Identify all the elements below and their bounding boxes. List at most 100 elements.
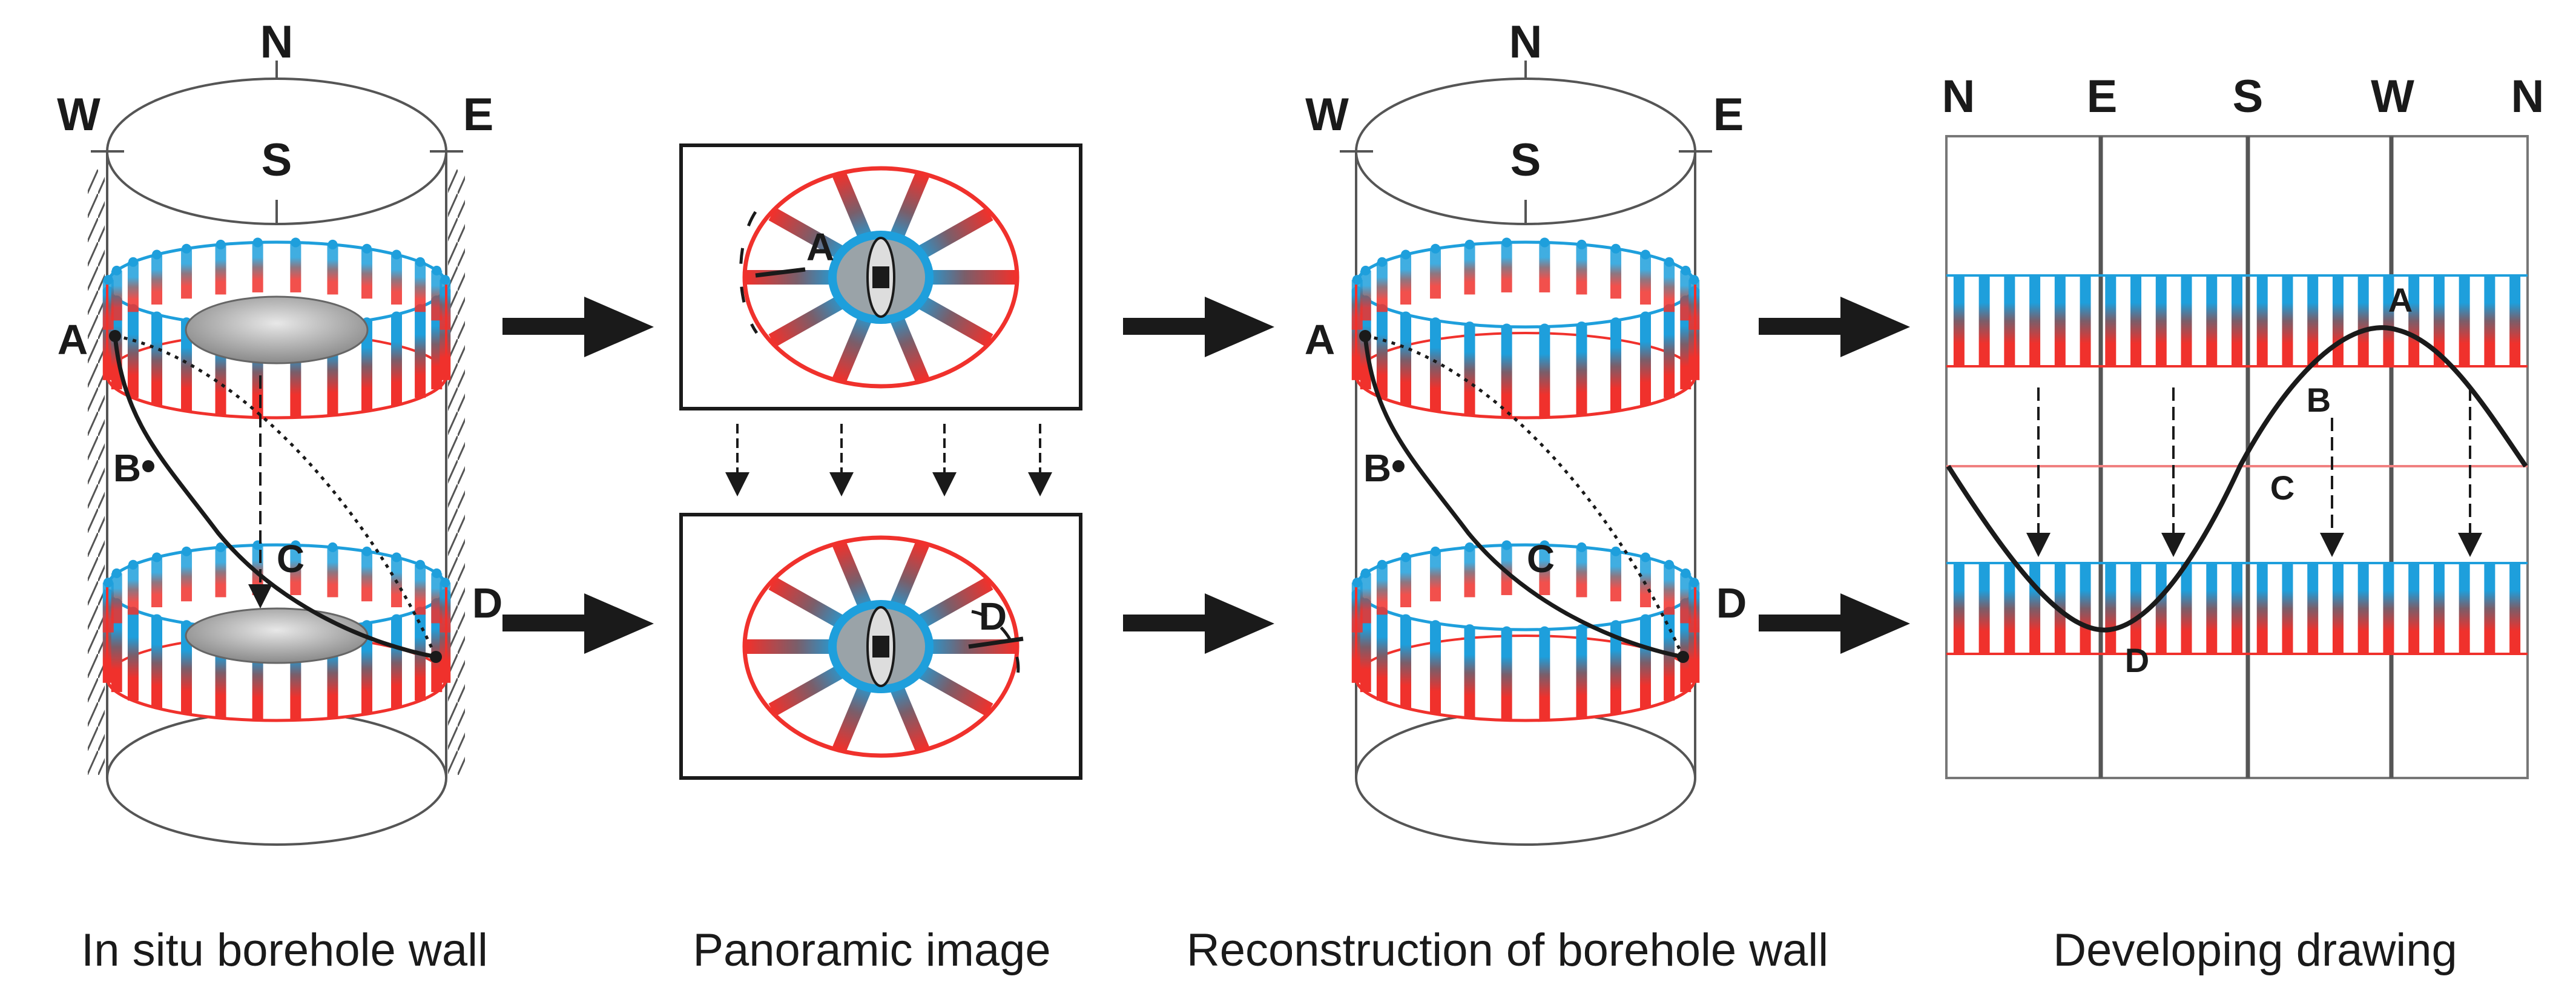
ring-stripe (1376, 564, 1388, 615)
disc-spoke (911, 292, 993, 348)
reconstruction-trace-dotted (1365, 334, 1685, 658)
panel-in-situ: N W S E A B C D (57, 16, 503, 846)
band-stripe (2130, 275, 2142, 366)
disc-spoke (768, 292, 851, 348)
band-stripe (2357, 563, 2369, 654)
band-stripe (1953, 563, 1965, 654)
unrolled-frame (1945, 135, 2529, 779)
ring-stripe (1430, 248, 1441, 299)
ring-stripe (361, 551, 372, 602)
arrow-p2-p3-top (1123, 297, 1274, 357)
quadrant-dividers (2098, 136, 2394, 778)
band-stripe (2105, 275, 2116, 366)
recon-point-a-marker (1359, 330, 1371, 342)
sinusoid-trace (1946, 325, 2528, 633)
ring-stripe (1539, 629, 1550, 720)
recon-compass-north: N (1509, 16, 1543, 68)
disc-spoke (911, 661, 993, 717)
ring-stripe (1430, 551, 1441, 602)
ring-stripe (1360, 270, 1371, 321)
disc-spoke (923, 270, 1015, 285)
ring-stripe (1539, 545, 1550, 595)
disc-spoke (887, 172, 929, 246)
direction-s: S (2233, 71, 2264, 122)
recon-compass-east: E (1713, 89, 1744, 140)
panel-panoramic: A D (679, 143, 1082, 780)
band-stripe (2080, 563, 2091, 654)
disc-spoke (768, 207, 851, 263)
ring-stripe (181, 248, 193, 299)
ring-stripe (390, 617, 402, 708)
recon-point-b-marker (1392, 460, 1405, 472)
disc-spoke (887, 678, 929, 752)
arrow-p1-p2-bottom (502, 593, 654, 654)
ring-stripe (151, 617, 163, 708)
recon-point-d-label: D (1716, 579, 1747, 627)
ring-stripe (327, 244, 338, 295)
ring-stripe (1610, 551, 1621, 602)
fracture-arc-bottom (971, 610, 1020, 679)
arrow-p1-p2-top (502, 297, 654, 357)
ring-stripe (1639, 254, 1651, 305)
ring-stripe (1501, 326, 1512, 418)
disc-spoke (832, 541, 875, 615)
ring-stripe (415, 307, 426, 398)
band-stripe (2332, 275, 2344, 366)
band-stripe (2282, 563, 2293, 654)
band-stripe (2408, 563, 2420, 654)
panoramic-point-d-label: D (979, 595, 1007, 638)
band-stripe (2307, 275, 2319, 366)
ring-stripe (1501, 629, 1512, 720)
band-stripe (2332, 563, 2344, 654)
ring-stripe (1400, 254, 1412, 305)
downward-arrows (725, 424, 1052, 496)
band-stripe (2408, 275, 2420, 366)
ring-stripe (1464, 627, 1475, 719)
ring-stripe (1576, 244, 1587, 295)
panel-developing-drawing: N E S W N A B C D (1942, 71, 2544, 779)
ring-stripe (1360, 601, 1371, 693)
band-stripe (2282, 275, 2293, 366)
ring-stripe (1539, 242, 1550, 292)
recon-point-a-label: A (1305, 316, 1336, 363)
panel-reconstruction: N W S E A B C D (1305, 16, 1747, 846)
ring-stripe (1400, 617, 1412, 708)
band-stripe (2459, 275, 2470, 366)
ring-stripe (151, 314, 163, 406)
drop-arrows (2026, 387, 2482, 557)
point-d-label: D (472, 579, 503, 627)
band-stripe (2307, 563, 2319, 654)
disc-spoke (746, 639, 838, 654)
ring-stripe (1610, 320, 1621, 412)
ring-stripe (1400, 314, 1412, 406)
compass-south: S (262, 134, 292, 186)
ring-stripe (181, 551, 193, 602)
band-stripe (2383, 275, 2394, 366)
ring-stripe (252, 242, 263, 292)
ring-stripe (431, 573, 443, 624)
band-stripe (2484, 275, 2495, 366)
band-stripe (2357, 275, 2369, 366)
ring-stripe (127, 262, 139, 312)
band-stripe (2155, 275, 2167, 366)
ring-stripe (127, 564, 139, 615)
fracture-cone-top (185, 295, 369, 364)
point-c-label: C (277, 537, 305, 581)
point-b-label: B (113, 446, 141, 490)
ring-stripe (1680, 270, 1692, 321)
disc-spoke (832, 309, 875, 383)
disc-spoke (887, 309, 929, 383)
panoramic-disc-top (742, 166, 1020, 389)
ring-stripe (390, 314, 402, 406)
caption-reconstruction: Reconstruction of borehole wall (1187, 925, 1828, 976)
ring-stripe (1376, 610, 1388, 701)
caption-panoramic: Panoramic image (693, 925, 1050, 976)
ring-stripe (181, 623, 193, 714)
point-a-label: A (58, 316, 88, 363)
ring-stripe (290, 242, 301, 292)
band-stripe (2509, 563, 2521, 654)
ring-stripe (327, 547, 338, 598)
wall-hatch-right (448, 170, 465, 775)
fracture-cone-bottom (185, 607, 369, 664)
disc-spoke (768, 661, 851, 717)
